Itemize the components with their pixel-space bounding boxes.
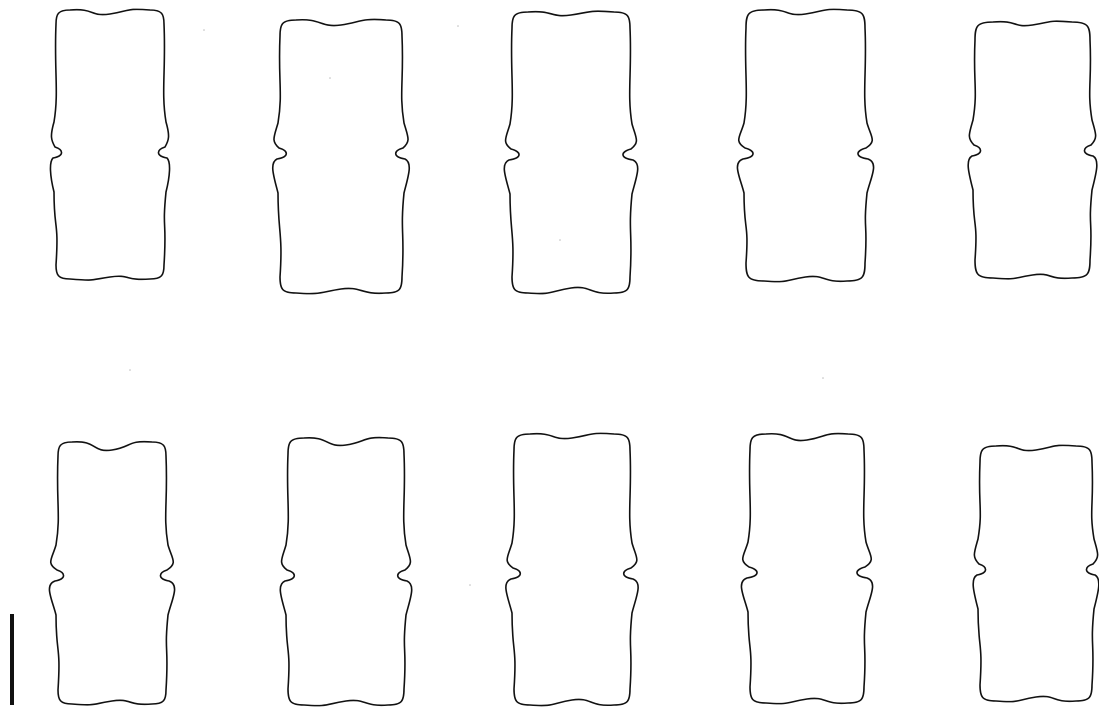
outline-r1-c3	[504, 11, 637, 293]
outline-r1-c1	[50, 9, 169, 280]
outline-r2-c4	[741, 434, 872, 704]
outline-r1-c5	[968, 21, 1097, 279]
scan-speck	[203, 29, 205, 31]
outline-r2-c2	[280, 438, 411, 706]
outline-r2-c5	[973, 445, 1099, 701]
scan-speck	[329, 77, 331, 79]
scan-speck	[469, 584, 471, 586]
scan-speck	[129, 369, 131, 371]
outline-r1-c2	[273, 19, 410, 293]
outline-r1-c4	[737, 9, 873, 281]
scan-speck	[822, 377, 824, 379]
outline-r2-c3	[506, 433, 638, 705]
scan-speck	[559, 239, 561, 241]
outline-r2-c1	[49, 442, 174, 705]
scan-speck	[457, 25, 459, 27]
